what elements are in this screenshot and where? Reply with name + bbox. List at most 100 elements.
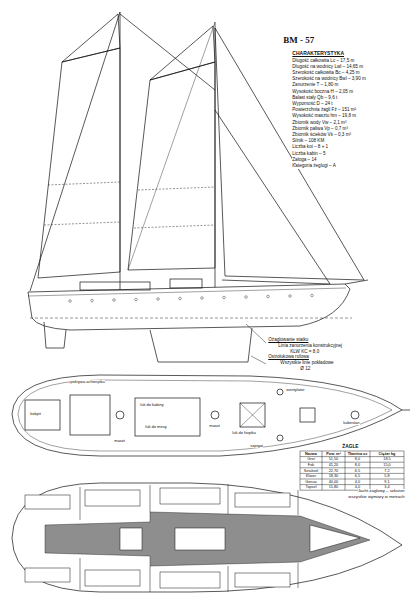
deck-label: szpigat (250, 444, 263, 448)
sail-plan (120, 14, 215, 90)
interior-plan (85, 490, 140, 506)
deck-label: pokrywa achterpiku (70, 380, 105, 384)
drawing-title: BM - 57 (283, 36, 315, 45)
hull-side-view (28, 284, 350, 330)
hull-side-view (246, 324, 266, 343)
spec-line: Balast stały Qb – 9,6 t (292, 96, 338, 101)
interior-plan (228, 566, 229, 592)
deck-label: kabestan (343, 421, 360, 425)
spec-line: Liczba koi – 8 + 1 (292, 145, 328, 150)
table-cell: Fok (308, 463, 315, 467)
spec-line: Długość na wodnicy Lwl – 14,65 m (292, 65, 363, 70)
deck-label: maszt (209, 424, 220, 428)
table-cell: Pow. m² (326, 452, 341, 456)
deck-label: luk do mesy (145, 425, 167, 429)
hull-side-view (91, 299, 94, 302)
table-cell: 22,70 (328, 469, 338, 473)
interior-plan (45, 512, 370, 566)
table-cell: 6,5 (355, 469, 361, 473)
sail-table-grid (370, 451, 371, 490)
hull-side-view (30, 318, 352, 319)
deck-plan (211, 411, 219, 419)
hull-side-view (69, 300, 72, 303)
hull-side-view (170, 279, 202, 288)
table-cell: Genua (305, 480, 317, 484)
sail-table-grid (300, 451, 301, 490)
deck-plan (277, 389, 283, 395)
spec-line: Zbiornik paliwa Vp – 0,7 m³ (292, 127, 348, 132)
table-cell: 6,5 (355, 474, 361, 478)
hull-side-view (135, 298, 138, 301)
spec-line: Kategoria żeglugi – A (292, 164, 336, 169)
table-cell: Topsel (305, 485, 317, 489)
interior-plan (175, 528, 225, 550)
table-cell: 8,0 (355, 463, 361, 467)
spec-line: Wysokość masztu hm – 19,8 m (292, 114, 356, 119)
spec-line: Wysokość boczna H – 2,05 m (292, 90, 353, 95)
hull-side-view (28, 279, 368, 364)
sail-table-grid (300, 451, 404, 490)
hull-side-view (223, 296, 226, 299)
note: Jacht żaglowy – szkuner (358, 489, 405, 494)
hull-side-view (289, 295, 292, 298)
hull-side-view (150, 328, 252, 362)
interior-plan (228, 484, 229, 514)
deck-plan (300, 408, 315, 422)
interior-plan (25, 484, 360, 592)
deck-plan (240, 403, 265, 427)
interior-plan (80, 487, 81, 520)
table-cell: 5,8 (384, 474, 390, 478)
note: wszystkie wymiary w metrach (348, 495, 405, 500)
deck-plan (70, 395, 110, 435)
table-cell: 51,50 (328, 457, 338, 461)
table-cell: 15,0 (383, 463, 391, 467)
deck-label: luk do forpiku (232, 431, 256, 435)
table-cell: 8,0 (355, 457, 361, 461)
deck-label: kokpit (30, 412, 41, 416)
hull-side-view (179, 297, 182, 300)
hull-side-view (44, 322, 66, 348)
deck-label: wentylator (286, 388, 305, 392)
table-cell: 15,80 (328, 485, 338, 489)
interior-plan (85, 570, 140, 586)
deck-plan (351, 411, 359, 419)
interior-plan (235, 573, 290, 587)
hull-side-view (157, 298, 160, 301)
sail-table-grid (322, 451, 323, 490)
hull-side-view (69, 294, 314, 302)
deck-label: luk do kabiny (140, 403, 164, 407)
sail-plan (134, 225, 215, 228)
interior-plan (150, 485, 151, 512)
sail-plan (215, 28, 364, 280)
interior-plan (298, 490, 299, 515)
table-cell: Ciężar kg (378, 452, 395, 456)
hull-side-view (245, 296, 248, 299)
hull-note: Ø 12 (300, 367, 311, 372)
hull-side-view (267, 295, 270, 298)
hull-note: Wszystkie linie pokładowe (280, 361, 334, 366)
interior-plan (150, 566, 151, 592)
sail-plan (48, 182, 120, 185)
spec-line: Silnik – 108 KM (292, 139, 325, 144)
spec-line: Zbiornik wody Vw – 2,1 m³ (292, 121, 347, 126)
spec-line: Wyporność D – 24 t (292, 102, 333, 107)
table-cell: Kliwer (306, 474, 317, 478)
deck-plan (18, 380, 392, 451)
table-title: ŻAGLE (342, 444, 359, 449)
sail-plan (138, 187, 215, 190)
hull-note: Ożaglowanie statku (268, 338, 309, 343)
hull-side-view (345, 280, 368, 284)
hull-note: Linia zanurzenia konstrukcyjnej (278, 344, 342, 349)
sail-plan (30, 12, 120, 291)
table-cell: 9,1 (384, 480, 390, 484)
sail-plan (128, 62, 215, 270)
hull-side-view (311, 294, 314, 297)
deck-plan (277, 435, 283, 441)
hull-side-view (113, 299, 116, 302)
hull-note: Ostrołukowa rufowa (268, 355, 309, 360)
sail-plan (128, 22, 215, 270)
table-cell: Nazwa (305, 452, 317, 456)
sail-table-grid (404, 451, 405, 490)
table-cell: Sztaksel (304, 469, 319, 473)
sail-plan (150, 26, 215, 80)
